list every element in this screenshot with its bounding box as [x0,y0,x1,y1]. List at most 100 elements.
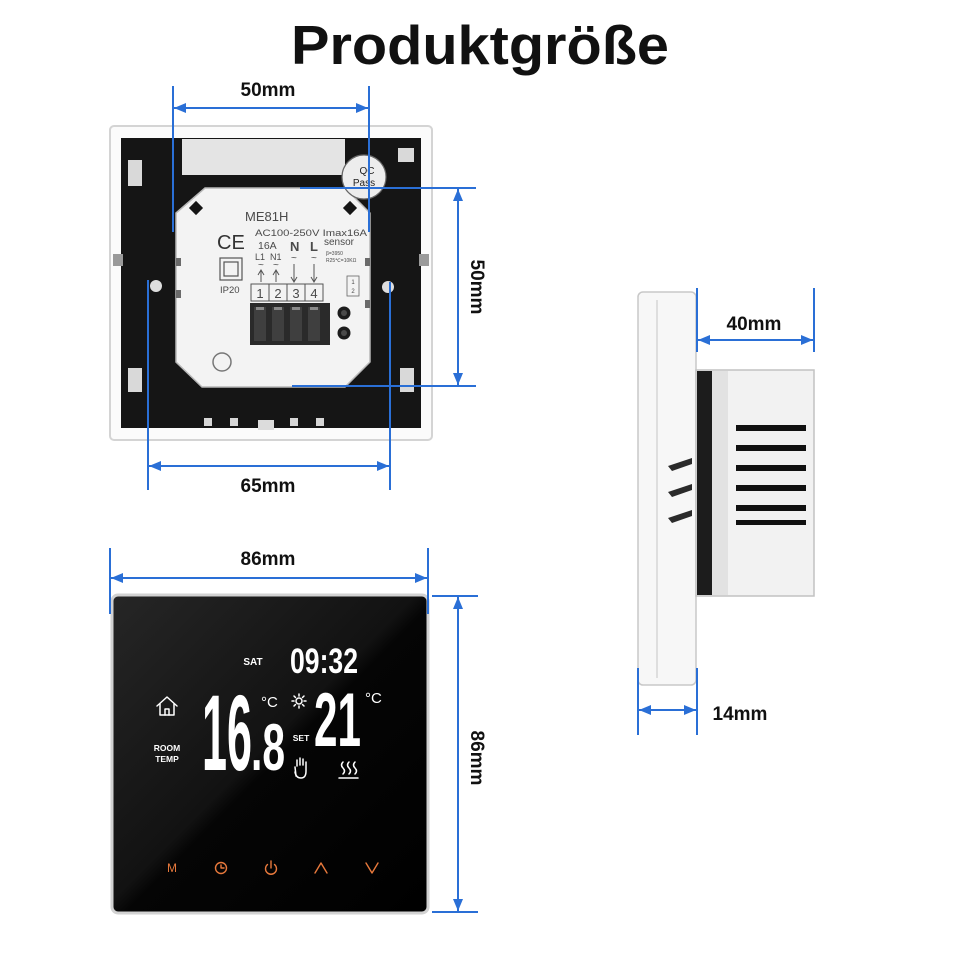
home-icon-roof [156,696,178,707]
terminal-slot [274,307,282,310]
l1-label: L1 [255,252,265,262]
bottom-tab [258,420,274,430]
home-icon-door [164,708,170,716]
neutral-label: N [290,239,299,254]
module-height-label: 50mm [466,260,487,315]
side-view: 40mm 14mm [637,288,815,735]
terminal-slot [310,307,318,310]
panel-thickness-label: 14mm [713,704,768,725]
set-temperature: 21 [314,678,361,763]
n1-label: N1 [270,252,282,262]
arrow-down-icon [290,264,298,283]
front-view: SAT 09:32 ROOM TEMP 16 .8 °C SET 21 °C M [109,548,487,915]
thermostat-glass-panel [110,593,430,915]
room-label: ROOM [154,743,180,753]
arrow-down-icon [310,264,318,283]
panel-clip [668,458,692,471]
module-mark-circle [212,352,232,372]
panel-height-label: 86mm [466,731,487,786]
side-tab [419,254,429,266]
terminal-number: 2 [274,286,281,301]
screw-hole [150,280,162,292]
terminal-number: 3 [292,286,299,301]
panel-clip [668,510,692,523]
module-rating: AC100-250V Imax16A [255,228,368,239]
sensor-label: sensor [324,237,355,248]
terminal-screw [254,307,266,341]
double-insulation-inner-icon [223,261,239,277]
tilde-symbol: ~ [291,253,297,264]
power-icon [264,860,278,875]
temp-label: TEMP [155,754,179,764]
panel-clip [668,484,692,497]
room-temperature-unit: °C [261,694,278,711]
terminal-number: 4 [310,286,317,301]
clock-time: 09:32 [290,642,358,681]
housing-shadow [697,371,712,595]
double-insulation-icon [219,257,243,281]
module-corner-notch [188,200,204,216]
bottom-tab [204,418,212,426]
set-temperature-unit: °C [365,690,382,707]
power-icon-arc [264,863,278,875]
arrow-up-icon [257,269,265,282]
mounting-clip [128,368,142,392]
mounting-distance-label: 65mm [241,476,296,497]
sensor-spec-resistance: R25℃=10KΩ [326,258,357,264]
set-label: SET [293,733,310,743]
mode-button: M [167,861,177,875]
home-icon-walls [159,703,175,716]
sensor-spec-beta: β=3950 [326,251,343,257]
tilde-symbol: ~ [311,253,317,264]
sensor-screw-head [341,330,347,336]
vent-slot [736,445,806,451]
depth-label: 40mm [727,314,782,335]
hand-icon [294,757,307,779]
panel-width-label: 86mm [241,549,296,570]
terminal-screw [272,307,284,341]
mounting-clip [128,160,142,186]
mounting-bracket [182,139,345,175]
bottom-tab [290,418,298,426]
module-pin [365,300,370,308]
module-model: ME81H [245,209,288,224]
pass-label: Pass [353,178,375,189]
module-pin [365,258,370,266]
mounting-clip [400,368,414,392]
clock-icon-hands [220,864,225,869]
heating-icon [338,761,359,779]
terminal-screw [290,307,302,341]
sensor-terminal-box [346,275,360,297]
module-current: 16A [258,240,277,252]
clock-icon-face [214,861,228,875]
ip-rating: IP20 [220,285,240,296]
bottom-tab [316,418,324,426]
ce-mark: CE [217,232,245,254]
vent-slot [736,485,806,491]
live-label: L [310,239,318,254]
side-tab [113,254,123,266]
terminal-screw [308,307,320,341]
home-icon [156,696,178,716]
room-temperature-decimal: .8 [251,710,285,784]
vent-slot [736,465,806,471]
arrow-up-icon [272,269,280,282]
sensor-screw-head [341,310,347,316]
terminal-slot [292,307,300,310]
module-pin [176,258,181,266]
sun-icon [291,693,307,709]
housing-shade [712,371,728,595]
vent-slot [736,425,806,431]
vent-slot [736,520,806,525]
tilde-symbol: ~ [273,260,279,271]
bottom-tab [230,418,238,426]
sun-icon-rays [291,693,307,709]
qc-pass-sticker [341,154,387,200]
day-label: SAT [243,657,262,668]
chevron-up-icon [314,862,328,874]
vent-slot [736,505,806,511]
qc-label: QC [360,166,375,177]
page-title: Produktgröße [291,14,669,76]
terminal-slot [256,307,264,310]
